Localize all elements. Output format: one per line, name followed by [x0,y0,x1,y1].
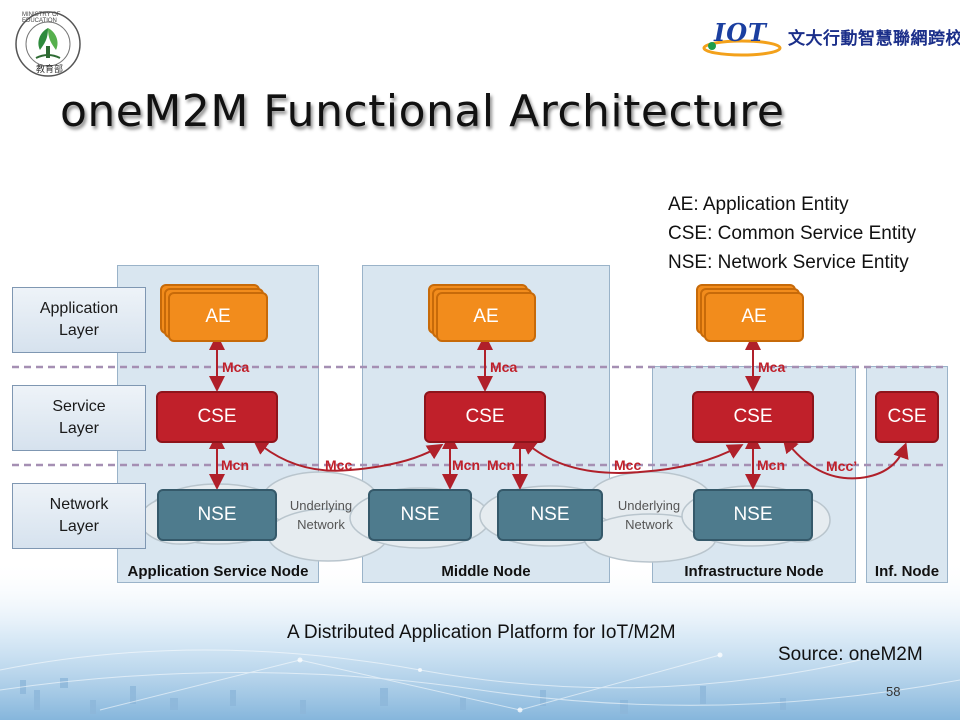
ae-asn: AE [168,292,268,342]
moe-logo-chinese: 教育部 [36,65,64,75]
ae-stack-mn: AE [428,284,540,342]
page-number: 58 [886,684,901,699]
ref-mcn-asn: Mcn [221,457,249,473]
diagram-caption: A Distributed Application Platform for I… [287,622,676,643]
ref-mcn-mn-right: Mcn [487,457,515,473]
iot-logo-mark: IOT [714,18,767,47]
cse-in: CSE [692,391,814,443]
ae-in: AE [704,292,804,342]
legend-nse: NSE: Network Service Entity [668,252,909,273]
node-label-infrastructure: Infrastructure Node [684,563,824,580]
ref-mca-mn: Mca [490,359,518,375]
ref-mcc-asn-mn: Mcc [325,457,353,473]
source-note: Source: oneM2M [778,644,923,665]
cse-asn: CSE [156,391,278,443]
legend-ae: AE: Application Entity [668,194,849,215]
mcc-arrow-mn-in [520,438,744,474]
nse-mn-right: NSE [497,489,603,541]
layer-network: Network Layer [12,483,146,549]
mcc-prime-arrow-in-in [782,436,909,480]
ref-mca-asn: Mca [222,359,250,375]
ae-mn: AE [436,292,536,342]
iot-alliance-logo: IOT 文大行動智慧聯網跨校聯盟 [702,14,960,60]
nse-asn: NSE [157,489,277,541]
underlying-network-label-right: Underlying Network [617,498,681,532]
ref-mcn-in: Mcn [757,457,785,473]
ae-stack-in: AE [696,284,808,342]
iot-alliance-text: 文大行動智慧聯網跨校聯盟 [788,29,960,49]
layer-application: Application Layer [12,287,146,353]
nse-mn-left: NSE [368,489,472,541]
slide-title: oneM2M Functional Architecture [60,86,785,137]
ref-mcn-mn-left: Mcn [452,457,480,473]
moe-logo-text: MINISTRY OF EDUCATION [22,12,61,24]
ref-mca-in: Mca [758,359,786,375]
moe-logo: MINISTRY OF EDUCATION 教育部 [14,10,82,78]
nse-in: NSE [693,489,813,541]
underlying-network-label-left: Underlying Network [289,498,353,532]
node-label-middle: Middle Node [441,563,531,580]
layer-service: Service Layer [12,385,146,451]
ref-mcc-prime: Mcc’ [826,458,858,474]
cse-inf: CSE [875,391,939,443]
node-label-inf: Inf. Node [874,563,940,580]
legend-cse: CSE: Common Service Entity [668,223,917,244]
node-label-application-service: Application Service Node [127,563,309,580]
ref-mcc-mn-in: Mcc [614,457,642,473]
mcc-arrow-asn-mn [252,438,444,472]
cse-mn: CSE [424,391,546,443]
ae-stack-asn: AE [160,284,272,342]
background-network-art [0,560,960,720]
